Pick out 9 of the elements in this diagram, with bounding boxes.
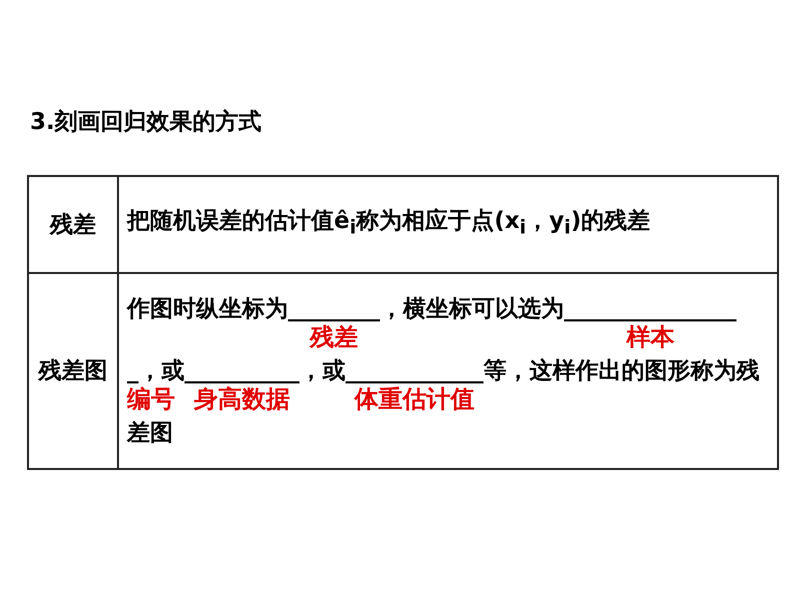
section-heading: 3.刻画回归效果的方式 [30, 108, 262, 137]
row-header: 残差 [28, 176, 118, 273]
answer-text: 身高数据 [194, 385, 290, 413]
answer-text: 体重估计值 [354, 385, 474, 413]
row-header: 残差图 [28, 273, 118, 469]
definition-text: 把随机误差的估计值ê$_{i}$称为相应于点(x$_{i}$，y$_{i}$)的残差 [118, 176, 778, 273]
answer-text: 样本 [626, 323, 674, 351]
answer-text: 残差 [310, 323, 358, 351]
answer-text: 编号 [127, 385, 175, 413]
